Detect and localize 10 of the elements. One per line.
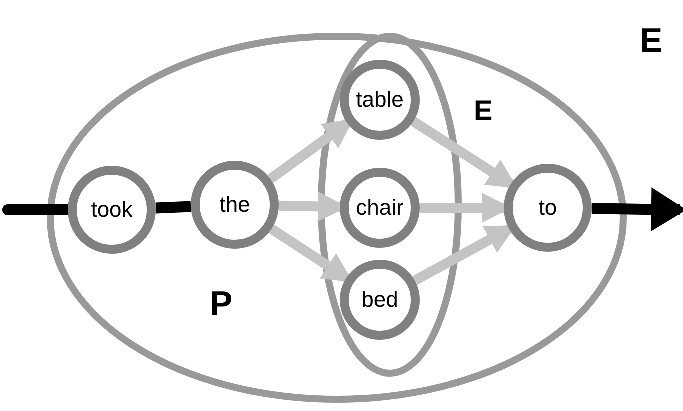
node-label: took	[91, 197, 133, 223]
set-label: E	[640, 22, 663, 61]
set-label: P	[210, 285, 233, 324]
node-label: to	[538, 195, 558, 221]
arrow	[592, 188, 683, 232]
node-label: table	[356, 87, 404, 113]
node-label: bed	[362, 287, 398, 313]
node-label: chair	[356, 195, 404, 221]
set-label: E	[474, 95, 493, 127]
node-label: the	[220, 192, 250, 218]
